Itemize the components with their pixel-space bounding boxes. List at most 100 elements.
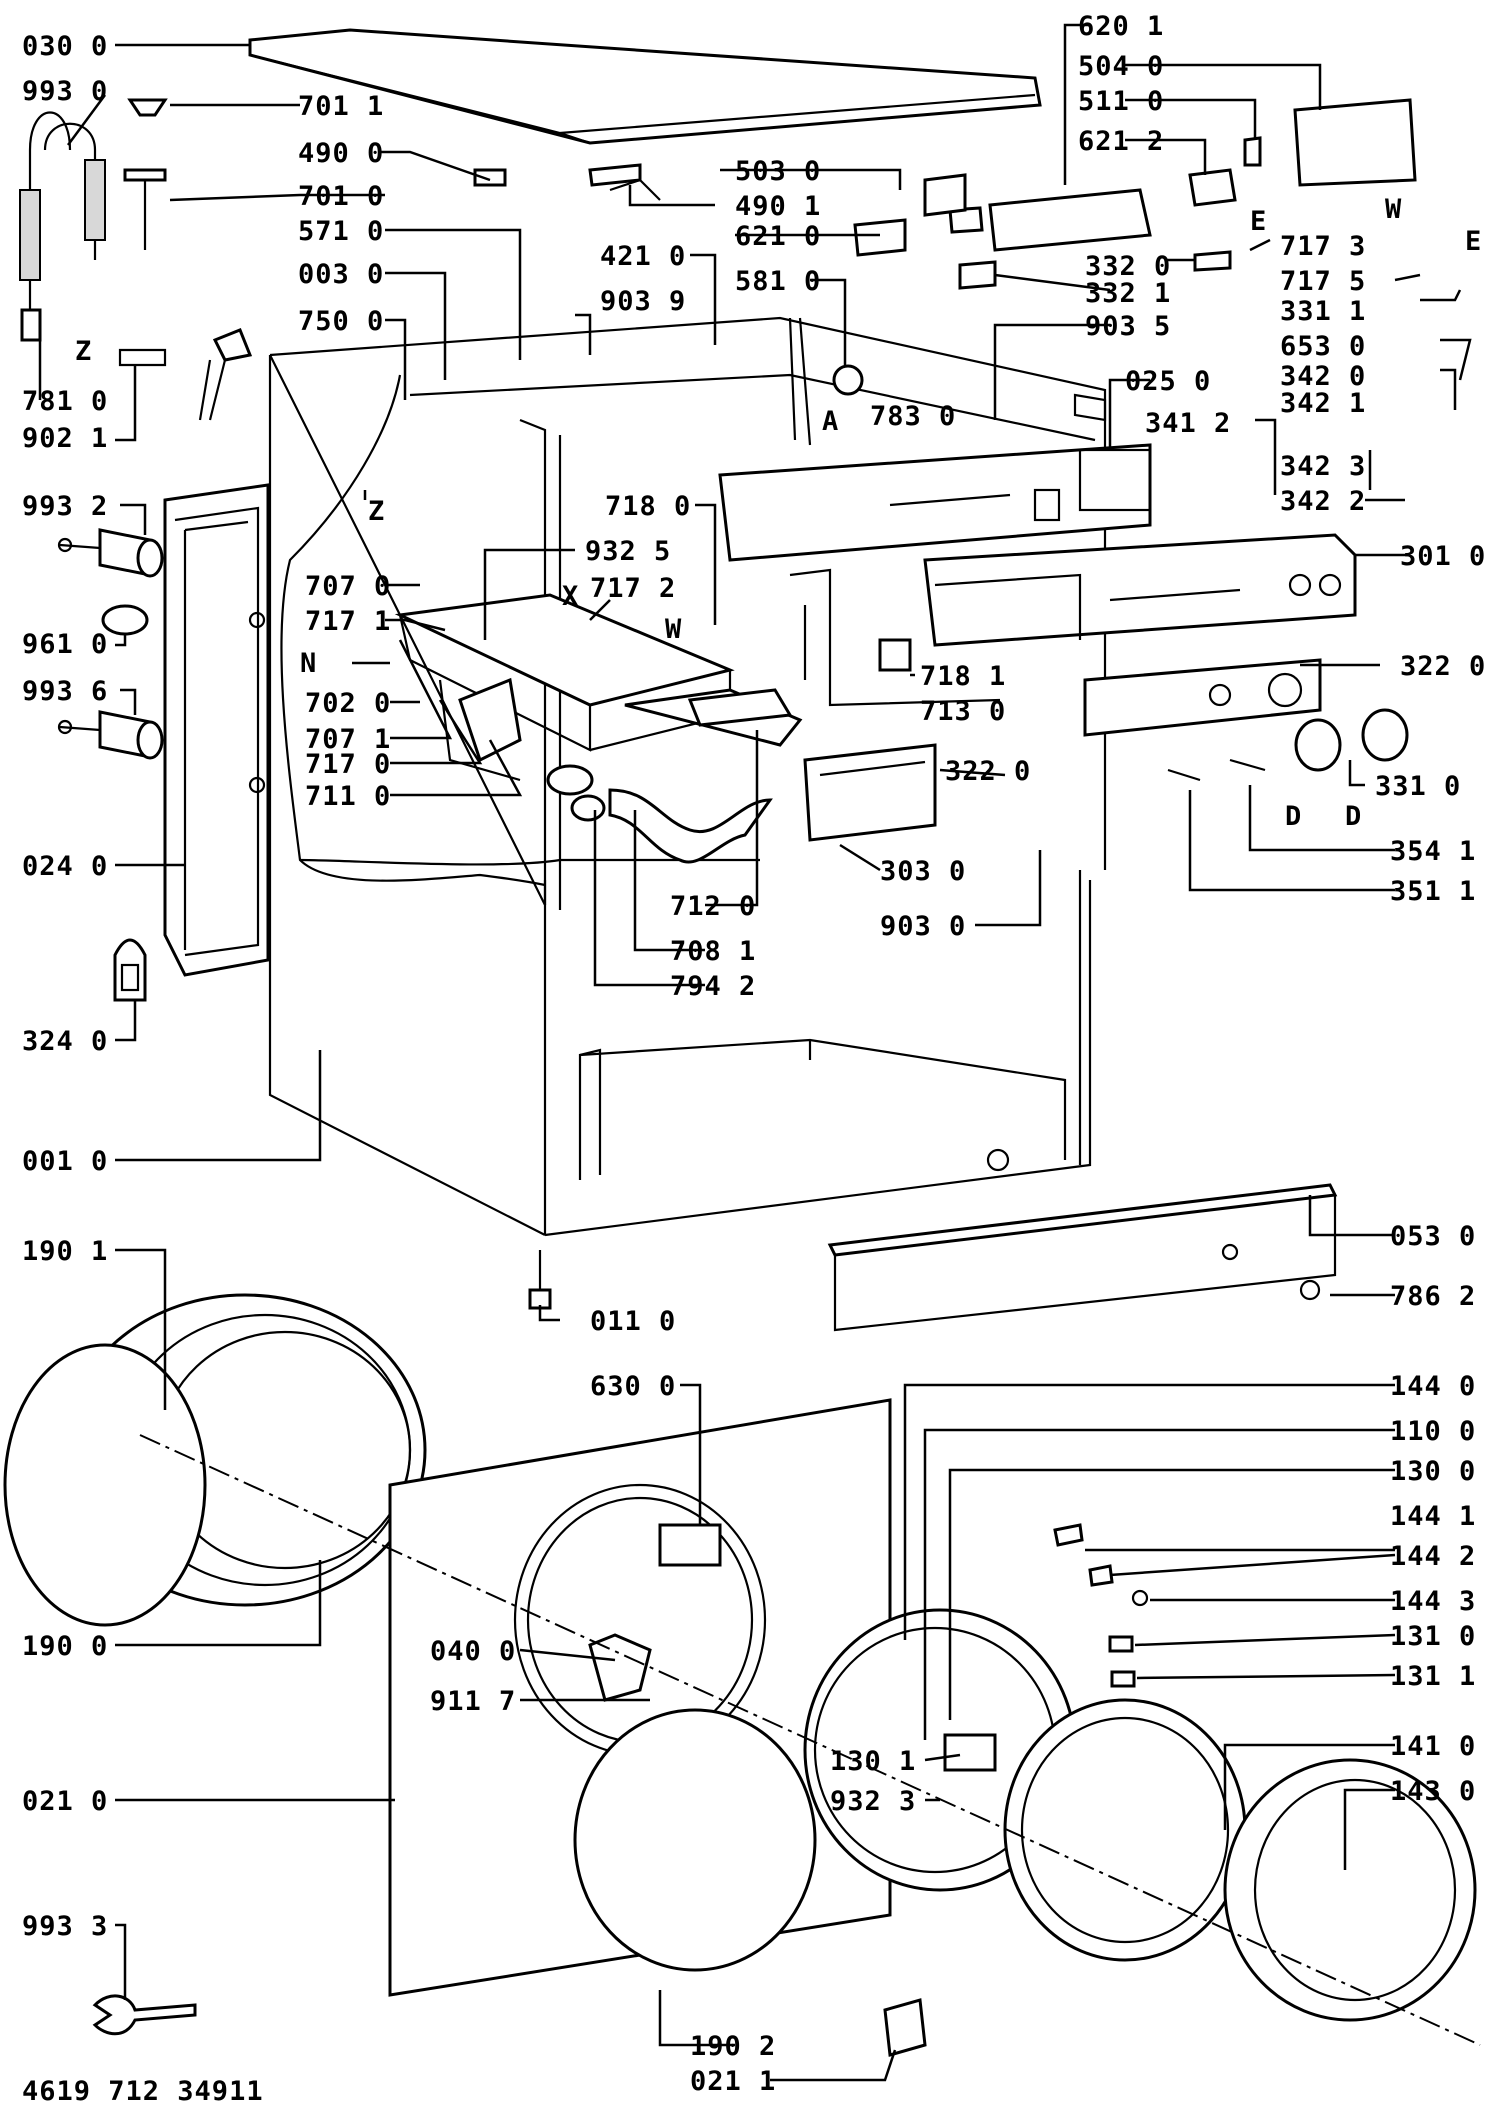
label-354-1: 354 1	[1390, 836, 1476, 867]
label-144-2: 144 2	[1390, 1541, 1476, 1572]
label-341-2: 341 2	[1145, 408, 1231, 439]
label-w-right: W	[1385, 194, 1402, 225]
label-503-0: 503 0	[735, 156, 821, 187]
label-718-0: 718 0	[605, 491, 691, 522]
label-781-0: 781 0	[22, 386, 108, 417]
label-322-0-right: 322 0	[1400, 651, 1486, 682]
label-n: N	[300, 648, 317, 679]
label-707-1: 707 1	[305, 724, 391, 755]
label-903-5: 903 5	[1085, 311, 1171, 342]
part-drawings	[3, 28, 1481, 2057]
label-711-0: 711 0	[305, 781, 391, 812]
back-panel	[163, 483, 270, 977]
label-511-0: 511 0	[1078, 86, 1164, 117]
label-190-0: 190 0	[22, 1631, 108, 1662]
label-707-0: 707 0	[305, 571, 391, 602]
top-cover	[248, 28, 1042, 145]
label-653-0: 653 0	[1280, 331, 1366, 362]
label-630-0: 630 0	[590, 1371, 676, 1402]
label-342-3: 342 3	[1280, 451, 1366, 482]
label-144-0: 144 0	[1390, 1371, 1476, 1402]
label-131-1: 131 1	[1390, 1661, 1476, 1692]
label-621-0: 621 0	[735, 221, 821, 252]
label-932-5: 932 5	[585, 536, 671, 567]
label-a: A	[822, 406, 839, 437]
label-718-1: 718 1	[920, 661, 1006, 692]
label-902-1: 902 1	[22, 423, 108, 454]
label-z-lower: Z	[368, 496, 385, 527]
label-571-0: 571 0	[298, 216, 384, 247]
label-342-2: 342 2	[1280, 486, 1366, 517]
drain-hose	[608, 788, 773, 864]
part-labels-left: 030 0 993 0 701 1 490 0 701 0 571 0 003 …	[22, 31, 384, 1942]
label-993-0: 993 0	[22, 76, 108, 107]
label-490-0: 490 0	[298, 138, 384, 169]
label-903-9: 903 9	[600, 286, 686, 317]
label-025-0: 025 0	[1125, 366, 1211, 397]
door-and-front-assembly	[3, 1293, 1481, 2057]
label-040-0: 040 0	[430, 1636, 516, 1667]
label-490-1: 490 1	[735, 191, 821, 222]
label-351-1: 351 1	[1390, 876, 1476, 907]
label-144-1: 144 1	[1390, 1501, 1476, 1532]
label-z-upper: Z	[75, 336, 92, 367]
label-e-right: E	[1465, 226, 1482, 257]
label-701-1: 701 1	[298, 91, 384, 122]
label-332-0: 332 0	[1085, 251, 1171, 282]
label-342-0: 342 0	[1280, 361, 1366, 392]
label-708-1: 708 1	[670, 936, 756, 967]
label-717-1: 717 1	[305, 606, 391, 637]
part-labels-right: 620 1 504 0 511 0 621 2 E W 717 3 E 717 …	[1078, 11, 1486, 1807]
label-d-left: D	[1285, 801, 1302, 832]
label-342-1: 342 1	[1280, 388, 1366, 419]
label-190-1: 190 1	[22, 1236, 108, 1267]
label-581-0: 581 0	[735, 266, 821, 297]
label-702-0: 702 0	[305, 688, 391, 719]
label-794-2: 794 2	[670, 971, 756, 1002]
bottom-strip	[827, 1183, 1338, 1332]
label-932-3: 932 3	[830, 1786, 916, 1817]
control-knobs	[1167, 708, 1409, 782]
label-421-0: 421 0	[600, 241, 686, 272]
detergent-dispenser-housing	[394, 593, 735, 822]
label-717-5: 717 5	[1280, 266, 1366, 297]
part-labels-center: 707 0 717 1 N 702 0 707 1 717 0 711 0 93…	[75, 156, 1031, 2097]
electronic-board	[718, 443, 1152, 562]
label-993-3: 993 3	[22, 1911, 108, 1942]
label-903-0: 903 0	[880, 911, 966, 942]
label-141-0: 141 0	[1390, 1731, 1476, 1762]
label-324-0: 324 0	[22, 1026, 108, 1057]
label-001-0: 001 0	[22, 1146, 108, 1177]
label-190-2: 190 2	[690, 2031, 776, 2062]
label-750-0: 750 0	[298, 306, 384, 337]
label-d-right: D	[1345, 801, 1362, 832]
label-003-0: 003 0	[298, 259, 384, 290]
shock-absorbers	[57, 528, 164, 760]
label-131-0: 131 0	[1390, 1621, 1476, 1652]
suspension-spring	[19, 111, 106, 342]
label-301-0: 301 0	[1400, 541, 1486, 572]
label-620-1: 620 1	[1078, 11, 1164, 42]
label-331-0: 331 0	[1375, 771, 1461, 802]
label-322-0-center: 322 0	[945, 756, 1031, 787]
pressure-switch	[832, 364, 864, 396]
control-panel	[923, 533, 1357, 647]
label-021-1: 021 1	[690, 2066, 776, 2097]
program-panel	[1083, 658, 1322, 737]
label-701-0: 701 0	[298, 181, 384, 212]
label-911-7: 911 7	[430, 1686, 516, 1717]
cabinet-body	[268, 316, 1107, 1237]
group-outline	[280, 374, 546, 887]
detergent-drawer	[624, 688, 937, 842]
left-small-parts	[118, 98, 253, 421]
label-717-2: 717 2	[590, 573, 676, 604]
label-717-3: 717 3	[1280, 231, 1366, 262]
label-786-2: 786 2	[1390, 1281, 1476, 1312]
label-713-0: 713 0	[920, 696, 1006, 727]
leader-lines	[38, 23, 1472, 2082]
document-code: 4619 712 34911	[22, 2076, 264, 2107]
label-130-1: 130 1	[830, 1746, 916, 1777]
label-504-0: 504 0	[1078, 51, 1164, 82]
label-024-0: 024 0	[22, 851, 108, 882]
